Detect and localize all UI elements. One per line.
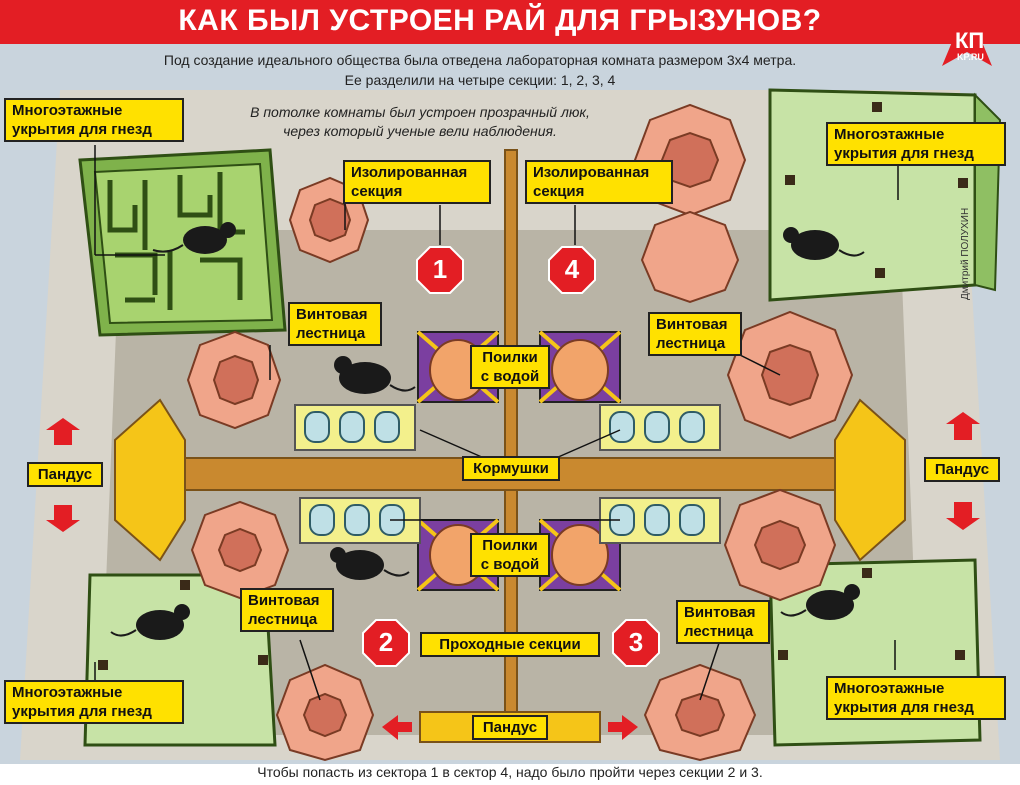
label-ramp-left: Пандус: [27, 462, 103, 487]
label-stairs-2: Винтовая лестница: [240, 588, 334, 632]
label-nests-bottom-right: Многоэтажные укрытия для гнезд: [826, 676, 1006, 720]
label-stairs-4: Винтовая лестница: [648, 312, 742, 356]
leader-lines: [94, 145, 899, 701]
page-title: КАК БЫЛ УСТРОЕН РАЙ ДЛЯ ГРЫЗУНОВ?: [178, 4, 822, 37]
label-water-bottom: Поилки с водой: [470, 533, 550, 577]
title-bar: КАК БЫЛ УСТРОЕН РАЙ ДЛЯ ГРЫЗУНОВ?: [0, 0, 1020, 44]
label-nests-top-left: Многоэтажные укрытия для гнезд: [4, 98, 184, 142]
ramp-arrows: [46, 412, 980, 740]
stairs-left-bottom: [190, 500, 290, 600]
arrow-right-bottom: [608, 715, 638, 740]
kp-logo: [934, 6, 1000, 66]
section-badge-1: 1: [416, 246, 464, 294]
label-isolated-1: Изолированная секция: [343, 160, 491, 204]
stairs-top-left-2: [186, 330, 282, 430]
mouse-top-right: [783, 227, 865, 260]
label-nests-bottom-left: Многоэтажные укрытия для гнезд: [4, 680, 184, 724]
nest-box-top-left: [78, 148, 287, 337]
label-stairs-3: Винтовая лестница: [676, 600, 770, 644]
stairs-right-mid: [726, 310, 854, 440]
feeder-3: [599, 497, 721, 544]
section-badge-2: 2: [362, 619, 410, 667]
ramp-left: [114, 398, 186, 562]
label-ramp-right: Пандус: [924, 457, 1000, 482]
vertical-partition: [504, 149, 518, 716]
water-drinker-4: [538, 330, 622, 404]
label-passage-sections: Проходные секции: [420, 632, 600, 657]
section-number-3: 3: [628, 627, 644, 657]
section-badge-3: 3: [612, 619, 660, 667]
footer-caption: Чтобы попасть из сектора 1 в сектор 4, н…: [257, 764, 763, 780]
arrow-down-left: [46, 505, 80, 532]
ramp-right: [834, 398, 906, 562]
stairs-bottom-left-2: [275, 663, 375, 762]
subtitle-line-1: Под создание идеального общества была от…: [163, 52, 797, 68]
logo-text: КП: [955, 28, 985, 53]
mouse-bottom-right: [780, 584, 860, 620]
mouse-mid-left: [334, 356, 416, 394]
label-water-top: Поилки с водой: [470, 345, 550, 389]
section-number-4: 4: [564, 254, 580, 284]
label-feeders: Кормушки: [462, 456, 560, 481]
mice: [110, 222, 865, 640]
arrow-up-right: [946, 412, 980, 440]
section-number-2: 2: [378, 627, 394, 657]
arrow-down-right: [946, 502, 980, 530]
spiral-stairs: [186, 103, 854, 762]
arrow-up-left: [46, 418, 80, 445]
note-line-1: В потолке комнаты был устроен прозрачный…: [250, 104, 590, 120]
feeder-1: [294, 404, 416, 451]
mouse-top-left: [152, 222, 236, 254]
label-nests-top-right: Многоэтажные укрытия для гнезд: [826, 122, 1006, 166]
label-isolated-4: Изолированная секция: [525, 160, 673, 204]
logo-subtext: KP.RU: [957, 52, 984, 62]
section-number-1: 1: [432, 254, 448, 284]
feeder-4: [599, 404, 721, 451]
stairs-top-left-1: [288, 176, 370, 264]
observation-note: В потолке комнаты был устроен прозрачный…: [175, 103, 665, 141]
mouse-bottom-mid: [330, 547, 410, 580]
stairs-right-bottom-1: [723, 488, 837, 602]
stairs-bottom-right-2: [643, 663, 757, 762]
label-ramp-bottom: Пандус: [472, 715, 548, 740]
note-line-2: через который ученые вели наблюдения.: [283, 123, 557, 139]
subtitle: Под создание идеального общества была от…: [30, 50, 930, 90]
section-badge-4: 4: [548, 246, 596, 294]
arrow-left-bottom: [382, 715, 412, 740]
author-credit: Дмитрий ПОЛУХИН: [960, 207, 971, 300]
mouse-bottom-left: [110, 604, 190, 640]
label-stairs-1: Винтовая лестница: [288, 302, 382, 346]
subtitle-line-2: Ее разделили на четыре секции: 1, 2, 3, …: [344, 72, 616, 88]
